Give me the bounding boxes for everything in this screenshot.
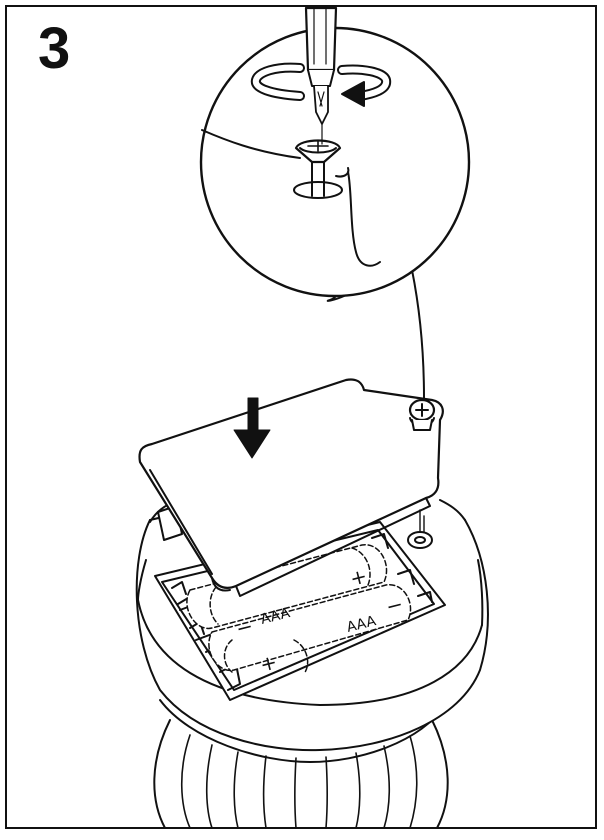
battery-lower-plus: +	[257, 650, 279, 677]
screwdriver-icon	[304, 6, 338, 145]
instruction-frame	[5, 5, 597, 829]
battery-labels: − AAA + + AAA −	[233, 564, 405, 677]
battery-lower-minus: −	[383, 592, 405, 619]
rotation-arrow-icon	[250, 62, 392, 107]
battery-upper-plus: +	[347, 564, 369, 591]
battery-upper	[186, 544, 388, 630]
battery-lower-type: AAA	[345, 613, 378, 636]
base-ribs	[180, 734, 418, 829]
battery-upper-type: AAA	[259, 605, 292, 628]
battery-cover	[138, 378, 444, 597]
battery-lower	[208, 584, 412, 675]
down-arrow-icon	[233, 397, 271, 459]
lamp-base	[153, 699, 449, 829]
battery-upper-minus: −	[233, 614, 255, 641]
step-number: 3	[38, 16, 71, 81]
screw-detail	[294, 139, 342, 197]
phillips-screw-icon	[408, 398, 436, 431]
detail-callout	[199, 26, 471, 399]
